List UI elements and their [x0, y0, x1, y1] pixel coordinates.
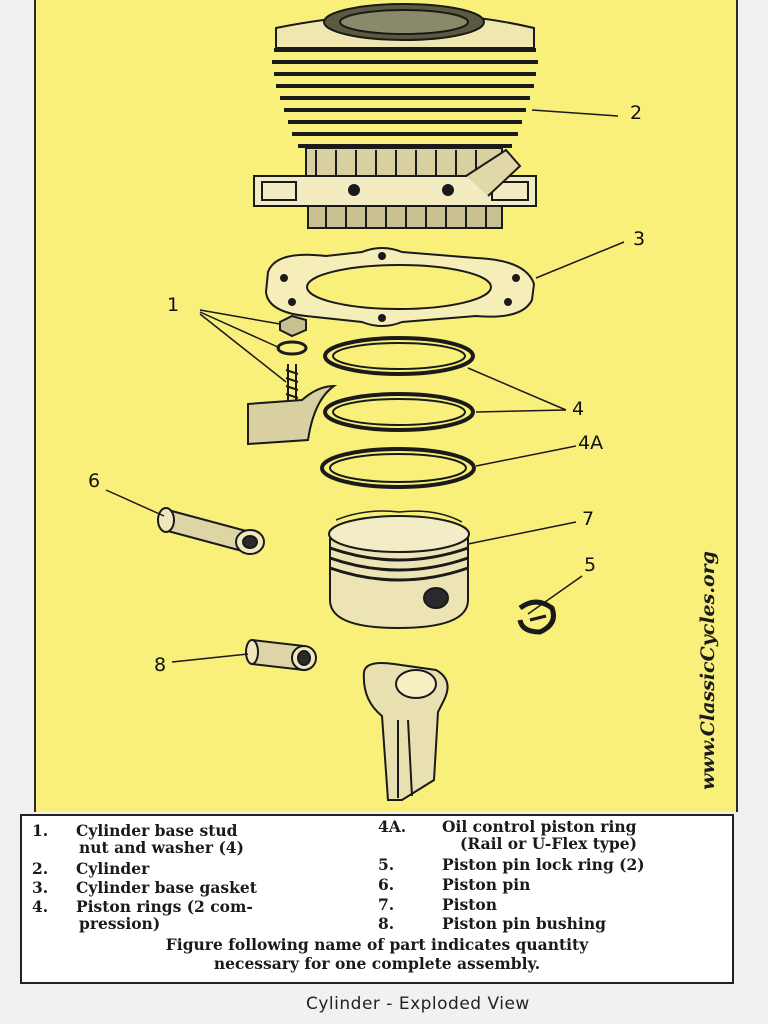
piston-pin-drawing: [157, 507, 265, 555]
legend-text-cont: pression): [79, 914, 161, 934]
legend-number: 1.: [32, 821, 49, 840]
legend-text: Oil control piston ring: [442, 817, 637, 836]
piston-drawing: [328, 510, 470, 630]
piston-rings-drawing: [323, 336, 475, 432]
piston-pin-lock-ring-drawing: [517, 599, 556, 635]
legend-number: 4.: [32, 897, 49, 916]
legend-number: 8.: [378, 914, 395, 933]
legend-note-line: necessary for one complete assembly.: [213, 953, 541, 973]
exploded-view-drawing: [105, 3, 625, 801]
legend-text: Piston pin bushing: [442, 914, 606, 933]
callout-1: 1: [167, 294, 180, 316]
oil-control-ring-drawing: [320, 447, 476, 489]
cylinder-drawing: [253, 3, 538, 229]
legend-item-7: 7. Piston: [378, 896, 497, 913]
legend-item-6: 6. Piston pin: [378, 876, 530, 893]
parts-legend: 1.Cylinder base stud nut and washer (4) …: [20, 814, 734, 984]
legend-number: 5.: [378, 855, 395, 874]
callout-5: 5: [584, 554, 597, 576]
legend-text-cont: nut and washer (4): [79, 838, 244, 858]
legend-text: Piston rings (2 com-: [76, 897, 253, 916]
callout-4: 4: [572, 398, 585, 420]
legend-text: Piston pin lock ring (2): [442, 855, 645, 874]
callout-leaders: [105, 109, 625, 663]
callout-4a: 4A: [578, 432, 604, 454]
legend-item-3: 3. Cylinder base gasket: [32, 879, 257, 896]
callout-7: 7: [582, 508, 595, 530]
legend-text: Cylinder base stud: [76, 821, 238, 840]
base-stud-nut-washer-drawing: [247, 314, 338, 446]
callout-3: 3: [633, 228, 646, 250]
legend-number: 6.: [378, 875, 395, 894]
watermark-text: www.ClassicCycles.org: [697, 551, 719, 790]
callout-2: 2: [630, 102, 643, 124]
cylinder-base-gasket-drawing: [264, 247, 536, 327]
legend-number: 7.: [378, 895, 395, 914]
callout-8: 8: [154, 654, 167, 676]
legend-text: Piston pin: [442, 875, 531, 894]
legend-item-4a: 4A. Oil control piston ring (Rail or U-Fl…: [378, 818, 637, 852]
legend-number: 2.: [32, 859, 49, 878]
piston-pin-bushing-drawing: [245, 638, 317, 672]
legend-note-line: Figure following name of part indicates …: [165, 935, 589, 954]
connecting-rod-drawing: [362, 662, 449, 801]
legend-note: Figure following name of part indicates …: [22, 935, 732, 973]
legend-item-4: 4. Piston rings (2 com- pression): [32, 898, 253, 932]
exploded-view-figure: 2 3 1 4 4A 7 5 6 8 www.ClassicCycles.org: [34, 0, 738, 812]
figure-caption: Cylinder - Exploded View: [306, 994, 530, 1014]
legend-item-5: 5. Piston pin lock ring (2): [378, 856, 645, 873]
legend-number: 3.: [32, 878, 49, 897]
legend-text: Piston: [442, 895, 498, 914]
legend-item-1: 1. Cylinder base stud nut and washer (4): [32, 822, 244, 856]
legend-text: Cylinder base gasket: [76, 878, 257, 897]
legend-item-2: 2. Cylinder: [32, 860, 149, 877]
legend-text: Cylinder: [76, 859, 150, 878]
legend-text-cont: (Rail or U-Flex type): [460, 834, 637, 854]
callout-6: 6: [88, 470, 101, 492]
legend-item-8: 8. Piston pin bushing: [378, 915, 606, 932]
legend-number: 4A.: [378, 817, 407, 836]
